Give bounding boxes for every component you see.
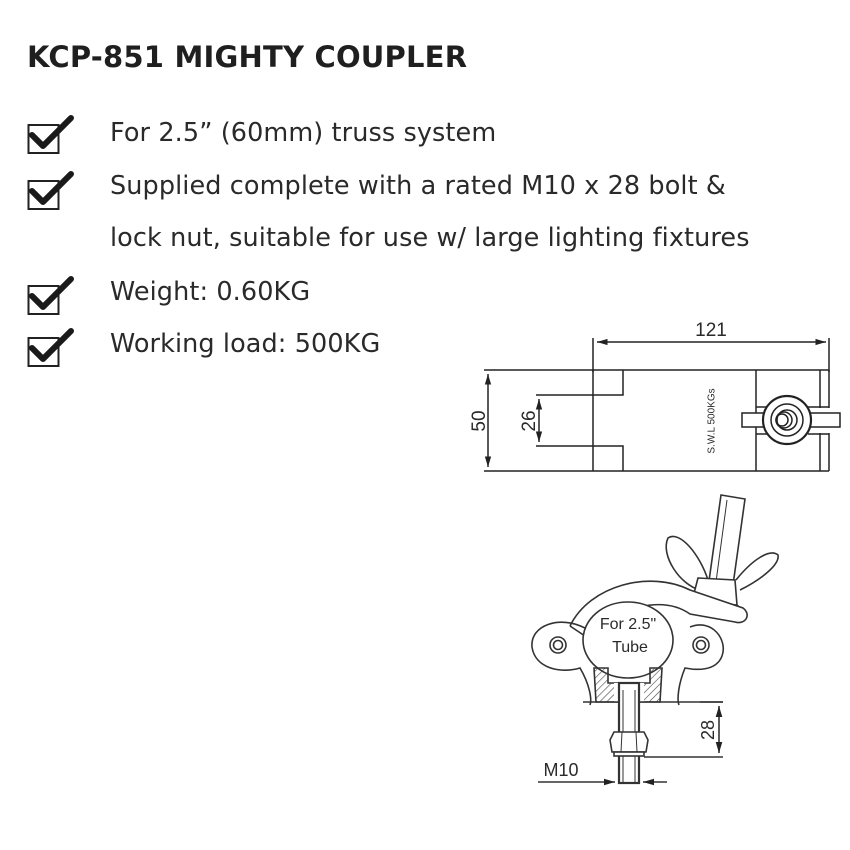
swl-engraving-label: S.W.L 500KGs	[707, 388, 718, 453]
feature-item-working-load: Working load: 500KG	[110, 329, 381, 359]
dim-bolt-size-label: M10	[543, 760, 578, 780]
dim-bolt-length-label: 28	[698, 720, 718, 740]
feature-item-weight: Weight: 0.60KG	[110, 277, 311, 307]
checkbox-checked-icon	[27, 171, 74, 210]
top-view-drawing	[484, 338, 841, 472]
page-title: KCP-851 MIGHTY COUPLER	[27, 40, 468, 74]
dim-length-label: 121	[695, 320, 727, 341]
dim-slot-label: 26	[519, 410, 540, 431]
checkbox-checked-icon	[27, 276, 74, 315]
feature-item-truss: For 2.5” (60mm) truss system	[110, 118, 497, 148]
tube-label-line2: Tube	[612, 639, 648, 656]
side-view-drawing	[531, 494, 779, 786]
checkbox-checked-icon	[27, 115, 74, 154]
feature-item-bolt-line2: lock nut, suitable for use w/ large ligh…	[110, 223, 750, 253]
tube-label-line1: For 2.5"	[600, 616, 656, 633]
feature-item-bolt-line1: Supplied complete with a rated M10 x 28 …	[110, 171, 726, 201]
dim-height-label: 50	[469, 410, 490, 431]
checkbox-checked-icon	[27, 328, 74, 367]
